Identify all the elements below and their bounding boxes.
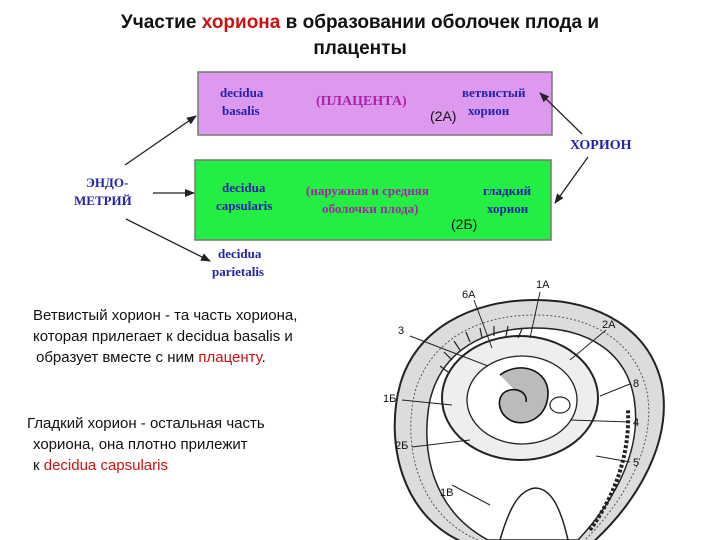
parietalis-label-1: decidua <box>218 246 262 261</box>
label-2a: 2А <box>602 319 616 331</box>
placenta-box <box>197 71 553 136</box>
basalis-label-1: decidua <box>220 85 264 100</box>
smooth-text-line3a: к <box>33 457 44 474</box>
leader-4 <box>569 419 631 423</box>
label-1v: 1В <box>440 487 453 499</box>
fetal-membranes-label-2: оболочки плода) <box>322 201 419 216</box>
uterus-figure: 6А 1А 3 2А 8 1Б 4 2Б 5 1В <box>383 279 665 540</box>
branching-text-line3: образует вместе с ним плаценту. <box>33 347 297 368</box>
label-1a: 1А <box>536 279 550 291</box>
placenta-highlight: плаценту <box>198 349 262 366</box>
branching-text-line1: Ветвистый хорион - та часть хориона, <box>33 307 298 324</box>
arrow-to-smooth <box>554 156 589 204</box>
leader-1b <box>401 399 453 406</box>
cervix <box>499 487 569 540</box>
smooth-text-line3: к decidua capsularis <box>27 455 265 476</box>
chorion-label: ХОРИОН <box>570 138 632 153</box>
title-part2: в образовании оболочек плода и <box>280 12 600 33</box>
leader-6a <box>473 299 493 349</box>
chorionic-villi <box>439 325 523 373</box>
endometrium-label-1: ЭНДО- <box>86 175 128 190</box>
arrow-to-parietalis <box>125 218 211 262</box>
title-highlight: хориона <box>201 12 281 33</box>
capsularis-label-2: capsularis <box>216 198 272 213</box>
endometrium-label-2: МЕТРИЙ <box>74 193 132 208</box>
placenta-label: (ПЛАЦЕНТА) <box>316 94 407 109</box>
leader-1a <box>529 291 541 339</box>
smooth-text-line1: Гладкий хорион - остальная часть <box>27 415 265 432</box>
smooth-chorion-label-1: гладкий <box>483 183 532 198</box>
leader-3 <box>409 335 489 367</box>
smooth-chorion-label-2: хорион <box>487 201 529 216</box>
branching-chorion-text: Ветвистый хорион - та часть хориона, кот… <box>33 305 297 368</box>
capsularis-highlight: decidua capsularis <box>43 457 168 474</box>
branching-text-line2: которая прилегает к decidua basalis и <box>33 328 293 345</box>
label-5: 5 <box>633 457 639 469</box>
label-1b: 1Б <box>383 393 396 405</box>
arrow-to-branching <box>539 92 583 135</box>
basalis-label-2: basalis <box>222 103 260 118</box>
branching-chorion-label-2: хорион <box>468 103 510 118</box>
title-line2: плаценты <box>313 38 407 59</box>
embryo <box>498 367 549 424</box>
capsularis-label-1: decidua <box>222 180 266 195</box>
parietalis-label-2: parietalis <box>212 264 264 279</box>
label-6a: 6А <box>462 289 476 301</box>
tag-2a: (2А) <box>430 108 456 124</box>
smooth-chorion-text: Гладкий хорион - остальная часть хориона… <box>27 413 265 476</box>
fetal-membranes-label-1: (наружная и средняя <box>306 183 429 198</box>
arrow-to-basalis <box>124 115 197 166</box>
leader-2b <box>411 439 471 448</box>
leader-8 <box>599 383 631 397</box>
smooth-text-line2: хориона, она плотно прилежит <box>33 436 248 453</box>
label-8: 8 <box>633 378 639 390</box>
label-3: 3 <box>398 325 404 337</box>
label-2b: 2Б <box>395 440 408 452</box>
capsularis-box <box>194 159 552 241</box>
branching-text-line3b: . <box>261 349 266 366</box>
branching-chorion-label-1: ветвистый <box>462 85 526 100</box>
label-4: 4 <box>633 417 639 429</box>
title-part1: Участие <box>120 12 202 33</box>
page-title: Участие хориона в образовании оболочек п… <box>0 10 720 62</box>
tag-2b: (2Б) <box>451 216 477 232</box>
yolk-sac <box>549 396 571 414</box>
leader-1v <box>451 484 491 506</box>
leader-2a <box>569 329 607 361</box>
branching-text-line3a: образует вместе с ним <box>36 349 199 366</box>
title-line1: Участие хориона в образовании оболочек п… <box>0 10 720 36</box>
leader-5 <box>595 455 631 463</box>
